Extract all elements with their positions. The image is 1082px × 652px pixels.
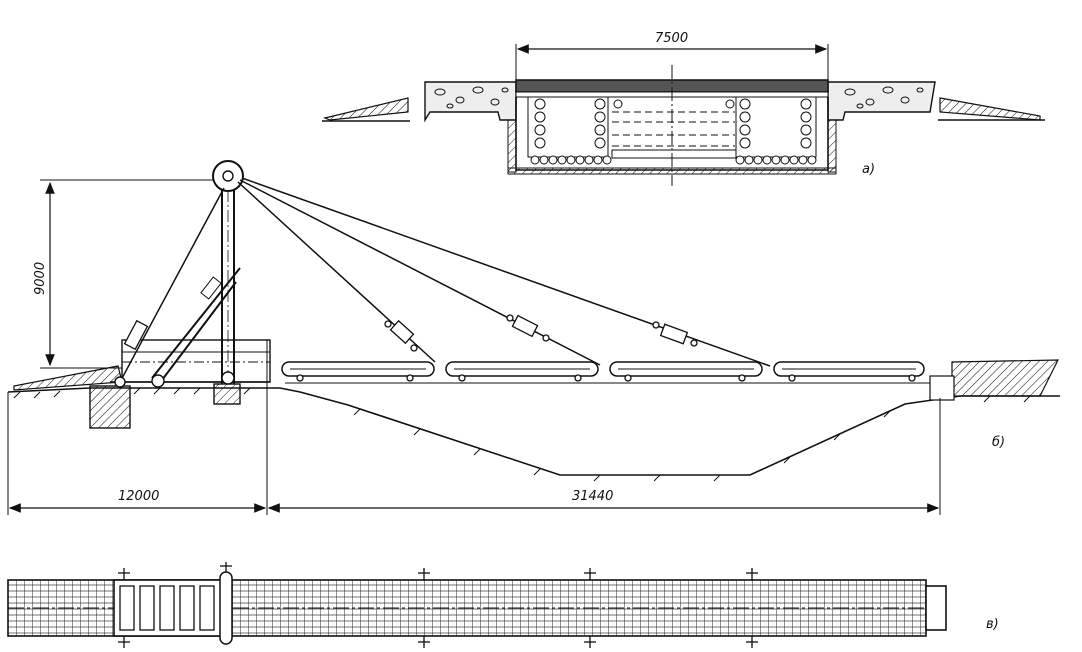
launch-platform xyxy=(121,339,271,383)
mast-foundation xyxy=(213,383,241,405)
dimension-right-span-label: 31440 xyxy=(572,489,613,504)
ground-right-slope xyxy=(939,97,1041,121)
dimension-left-span-label: 12000 xyxy=(118,489,159,504)
dimension-top-width: 7500 xyxy=(515,31,829,82)
ground-left-slope xyxy=(323,97,409,121)
dimension-spans: 12000 31440 xyxy=(7,340,941,515)
label-view-a: a) xyxy=(862,162,875,177)
dimension-top-width-label: 7500 xyxy=(655,31,688,46)
dimension-height-label: 9000 xyxy=(33,262,48,295)
pontoon-rollers xyxy=(296,374,916,382)
anchor-block xyxy=(89,385,131,429)
view-a-section: 7500 xyxy=(322,31,1045,186)
label-view-c: в) xyxy=(986,617,999,632)
cables xyxy=(237,177,771,367)
inclined-strut xyxy=(151,267,241,388)
right-abutment xyxy=(951,359,1059,397)
view-b-elevation: 9000 xyxy=(7,160,1060,515)
ground-profile xyxy=(7,387,1060,476)
concrete-left xyxy=(424,81,517,123)
back-stay xyxy=(114,187,225,388)
dimension-height: 9000 xyxy=(33,179,226,369)
log-stacks xyxy=(527,96,817,158)
label-view-b: б) xyxy=(992,435,1005,450)
turnbuckles xyxy=(384,314,698,352)
plan-anchor-marks xyxy=(118,562,758,648)
view-c-plan: в) xyxy=(7,562,999,648)
